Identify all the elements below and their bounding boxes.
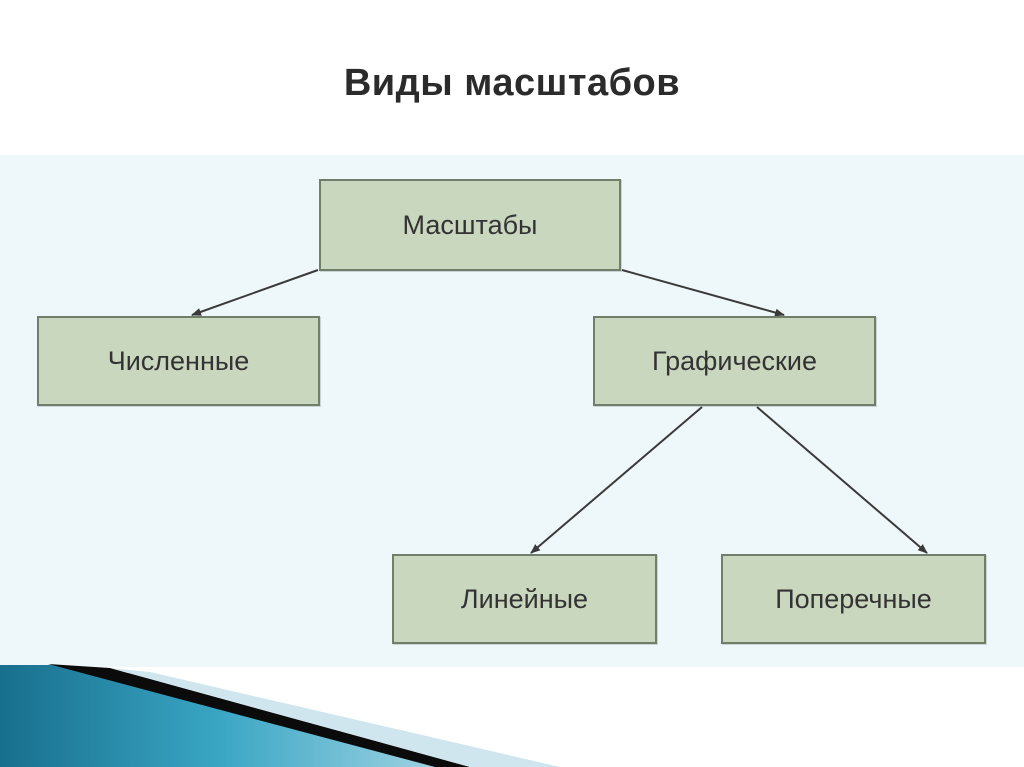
arrow-root-to-graphic bbox=[621, 269, 785, 317]
node-root: Масштабы bbox=[319, 179, 621, 271]
node-transverse-label: Поперечные bbox=[775, 583, 932, 614]
node-root-label: Масштабы bbox=[402, 209, 538, 240]
footer-teal-wedge bbox=[0, 665, 440, 767]
node-graphic: Графические bbox=[593, 316, 876, 406]
node-graphic-label: Графические bbox=[652, 345, 817, 376]
arrow-graphic-to-transverse bbox=[756, 406, 928, 554]
node-transverse: Поперечные bbox=[721, 554, 986, 644]
arrow-graphic-to-linear bbox=[530, 406, 703, 554]
node-linear: Линейные bbox=[392, 554, 657, 644]
arrow-root-to-numeric bbox=[191, 269, 319, 316]
footer-dark-stripe bbox=[48, 664, 470, 767]
slide-title: Виды масштабов bbox=[343, 62, 681, 104]
node-numeric: Численные bbox=[37, 316, 320, 406]
node-linear-label: Линейные bbox=[460, 583, 589, 614]
node-numeric-label: Численные bbox=[107, 345, 250, 376]
footer-light-stripe bbox=[110, 668, 560, 767]
